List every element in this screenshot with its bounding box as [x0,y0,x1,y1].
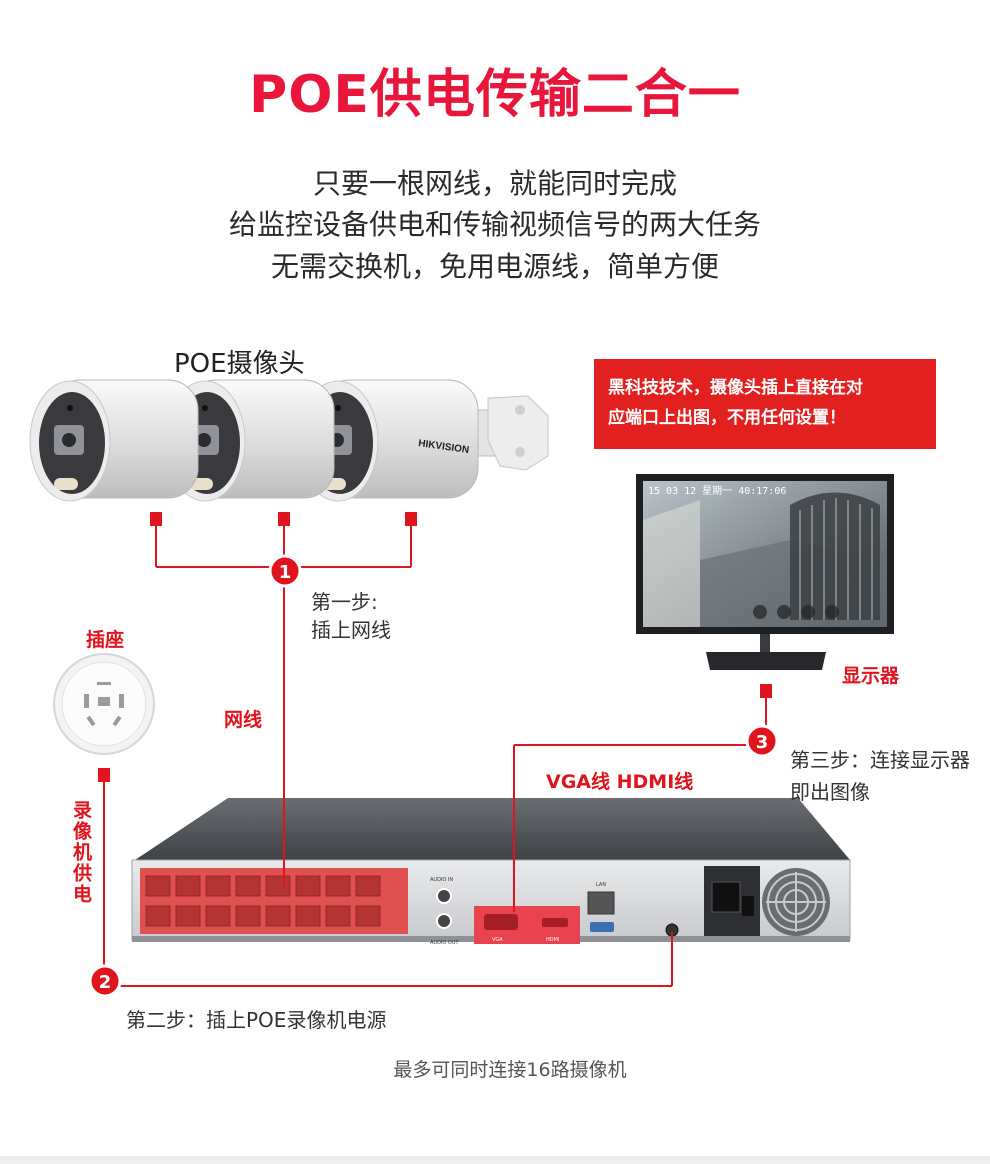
audio-out-label: AUDIO OUT [430,940,460,946]
page-title: POE供电传输二合一 [249,65,741,125]
step-badge-2: 2 [88,964,122,998]
step-badge-3: 3 [745,724,779,758]
svg-text:1: 1 [279,562,292,583]
bottom-divider [0,1156,990,1164]
notice-line-2: 应端口上出图，不用任何设置！ [608,408,846,428]
step-2-text: 第二步：插上POE录像机电源 [126,1008,387,1032]
socket-label: 插座 [86,629,125,651]
subtitle-line-3: 无需交换机，免用电源线，简单方便 [270,250,719,283]
hdmi-label: HDMI [546,937,559,943]
subtitle-line-1: 只要一根网线，就能同时完成 [312,167,677,200]
notice-text: 黑科技技术，摄像头插上直接在对 应端口上出图，不用任何设置！ [594,359,936,449]
footer-note: 最多可同时连接16路摄像机 [393,1059,627,1081]
notice-box [594,359,936,449]
lan-label: LAN [596,882,606,888]
power-socket [53,653,155,755]
notice-line-1: 黑科技技术，摄像头插上直接在对 [608,378,863,398]
step-1-line-2: 插上网线 [311,618,391,642]
network-cable-label: 网线 [224,709,263,731]
monitor-label: 显示器 [842,665,900,687]
recorder-power-label: 录像机供电 [70,800,92,905]
step-1-line-1: 第一步: [311,590,378,614]
svg-text:2: 2 [99,972,112,993]
camera-bracket [469,395,549,471]
monitor: 15 03 12 星期一 40:17:06 [636,474,894,670]
step-3-text: 第三步：连接显示器 即出图像 [790,744,970,808]
subtitle-line-2: 给监控设备供电和传输视频信号的两大任务 [228,208,761,241]
connector-markers [98,512,772,782]
camera-label: POE摄像头 [174,349,305,379]
step-3-line-1: 第三步：连接显示器 [790,748,970,772]
poe-nvr: AUDIO IN AUDIO OUT VGA HDMI LAN [131,798,851,946]
vga-label: VGA [492,937,503,943]
vga-hdmi-label: VGA线 HDMI线 [546,771,694,793]
step-3-line-2: 即出图像 [790,780,870,804]
svg-text:3: 3 [756,732,769,753]
monitor-osd: 15 03 12 星期一 40:17:06 [648,485,786,497]
step-1-text: 第一步: 插上网线 [311,588,391,644]
camera-1 [29,379,199,502]
audio-in-label: AUDIO IN [430,877,453,883]
step-badge-1: 1 [268,554,302,588]
